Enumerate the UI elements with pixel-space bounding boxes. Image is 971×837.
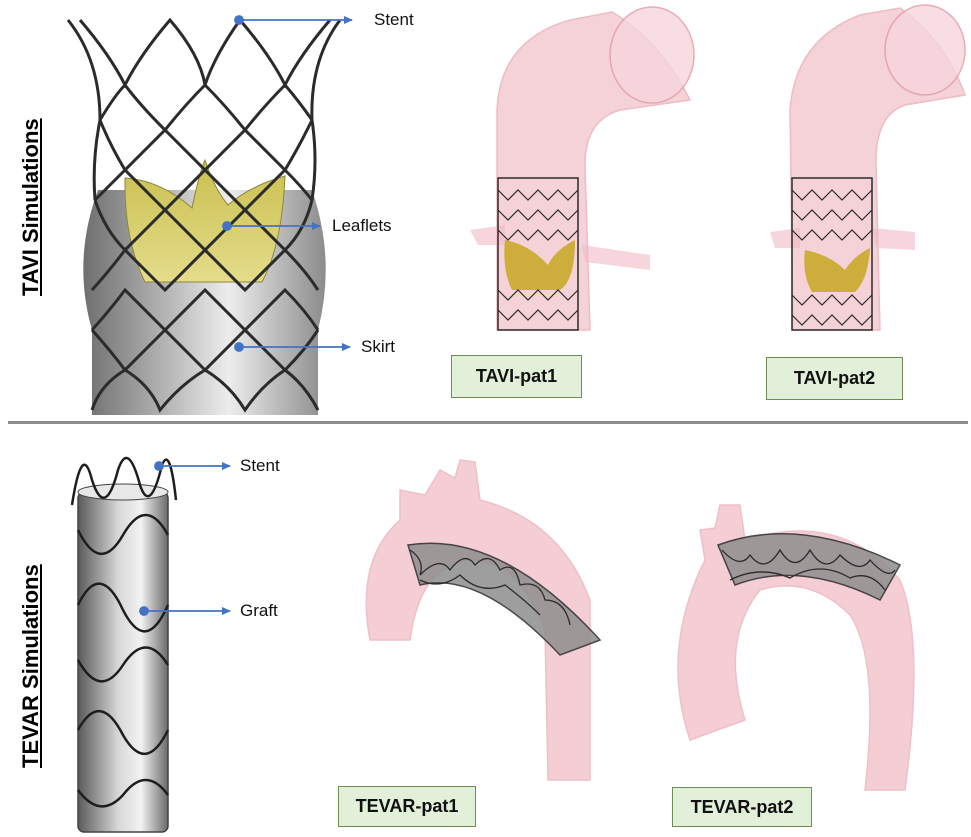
dot-tavi-leaflets: [223, 222, 231, 230]
tavi-pat2-model: [770, 5, 965, 330]
tevar-graft-model: [72, 458, 176, 832]
callout-tavi-stent: Stent: [374, 10, 414, 30]
tevar-pat1-model: [366, 460, 600, 780]
label-tavi-pat1: TAVI-pat1: [451, 355, 582, 398]
section-divider: [8, 421, 968, 424]
tevar-section-title: TEVAR Simulations: [18, 564, 44, 768]
callout-tevar-graft: Graft: [240, 601, 278, 621]
dot-tavi-skirt: [235, 343, 243, 351]
tavi-pat1-model: [470, 7, 694, 330]
dot-tavi-stent: [235, 16, 243, 24]
tavi-section-title: TAVI Simulations: [18, 118, 44, 296]
callout-tevar-stent: Stent: [240, 456, 280, 476]
tevar-pat2-model: [678, 505, 914, 790]
dot-tevar-graft: [140, 607, 148, 615]
label-tavi-pat2: TAVI-pat2: [766, 357, 903, 400]
label-tevar-pat2: TEVAR-pat2: [672, 787, 812, 827]
tavi-valve-model: [68, 20, 340, 415]
label-tevar-pat1: TEVAR-pat1: [338, 786, 476, 827]
callout-tavi-leaflets: Leaflets: [332, 216, 392, 236]
callout-tavi-skirt: Skirt: [361, 337, 395, 357]
dot-tevar-stent: [155, 462, 163, 470]
